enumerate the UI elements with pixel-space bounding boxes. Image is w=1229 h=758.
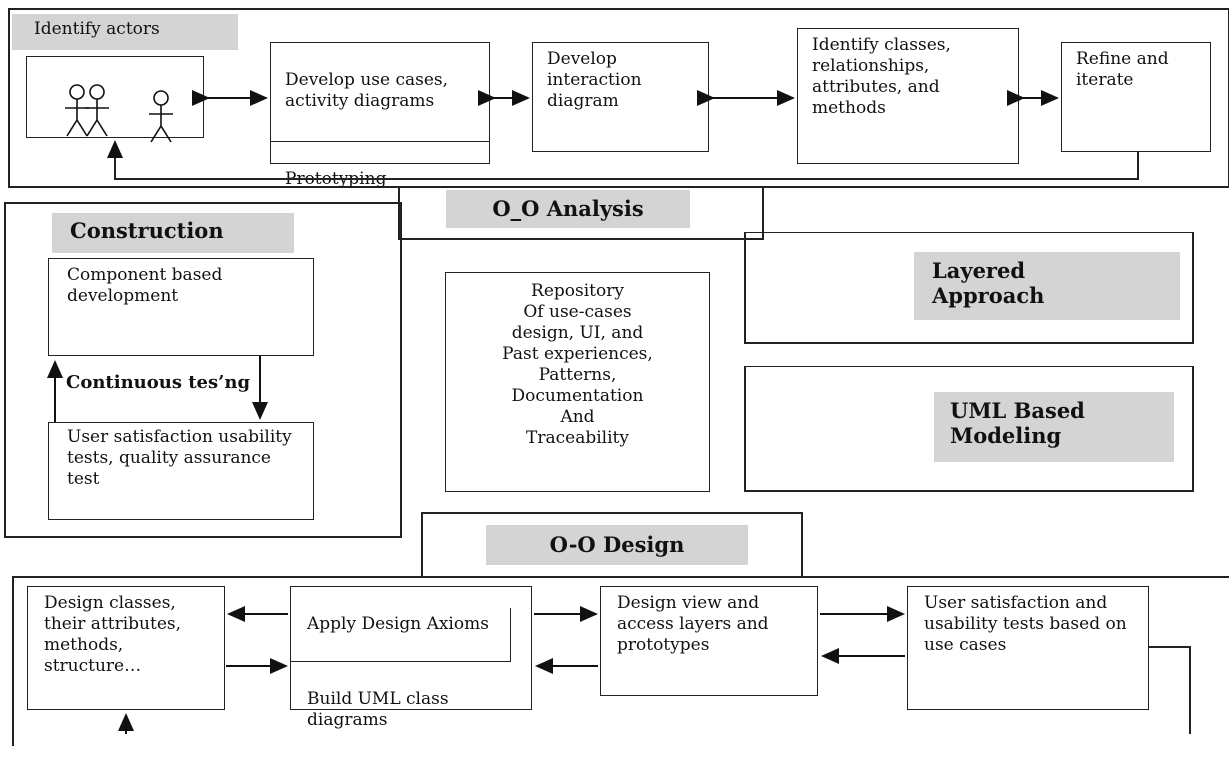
design-view-box: Design view and access layers and protot…: [600, 586, 818, 696]
feedback-line-horizontal: [114, 178, 1139, 180]
feedback-line-vertical-left: [114, 148, 116, 180]
uml-title: UML Based Modeling: [934, 392, 1174, 462]
analysis-title-text: O_O Analysis: [492, 196, 644, 221]
component-box: Component based development: [48, 258, 314, 356]
identify-actors-label: Identify actors: [12, 14, 238, 50]
design-title-text: O-O Design: [549, 532, 685, 557]
design-classes-box: Design classes, their attributes, method…: [27, 586, 225, 710]
design-title-tab: [421, 512, 803, 578]
design-right-connector: [1149, 646, 1189, 648]
axioms-build-box: Apply Design Axioms Build UML class diag…: [290, 586, 532, 730]
construction-title-text: Construction: [70, 218, 224, 243]
interaction-box: Develop interaction diagram: [532, 42, 709, 152]
classes-box: Identify classes, relationships, attribu…: [797, 28, 1019, 164]
design-frame: [12, 576, 1229, 746]
user-satisfaction-design-box: User satisfaction and usability tests ba…: [907, 586, 1149, 710]
apply-axioms-text: Apply Design Axioms: [291, 608, 511, 662]
construction-frame: [4, 202, 402, 538]
design-title: O-O Design: [486, 525, 748, 565]
refine-box: Refine and iterate: [1061, 42, 1211, 152]
repository-box: Repository Of use-cases design, UI, and …: [445, 272, 710, 492]
connector-arrows: [47, 90, 1059, 734]
actors-box: [26, 56, 204, 143]
actor-icon-2: [85, 84, 109, 137]
layered-title: Layered Approach: [914, 252, 1180, 320]
use-cases-box: Develop use cases, activity diagrams Pro…: [270, 42, 490, 189]
actor-icon-3: [149, 90, 173, 143]
identify-actors-text: Identify actors: [34, 19, 160, 39]
construction-title: Construction: [52, 213, 294, 253]
build-uml-text: Build UML class diagrams: [307, 689, 449, 730]
layered-frame: [744, 232, 1194, 344]
design-right-connector-down: [1189, 646, 1191, 734]
feedback-line-vertical-right: [1137, 152, 1139, 180]
use-cases-text: Develop use cases, activity diagrams: [271, 64, 489, 142]
actor-icons: [65, 84, 173, 143]
continuous-testing-label: Continuous tes’ng: [66, 372, 251, 393]
uml-frame: [744, 366, 1194, 492]
user-satisfaction-construction-box: User satisfaction usability tests, quali…: [48, 422, 314, 520]
analysis-title: O_O Analysis: [446, 190, 690, 228]
